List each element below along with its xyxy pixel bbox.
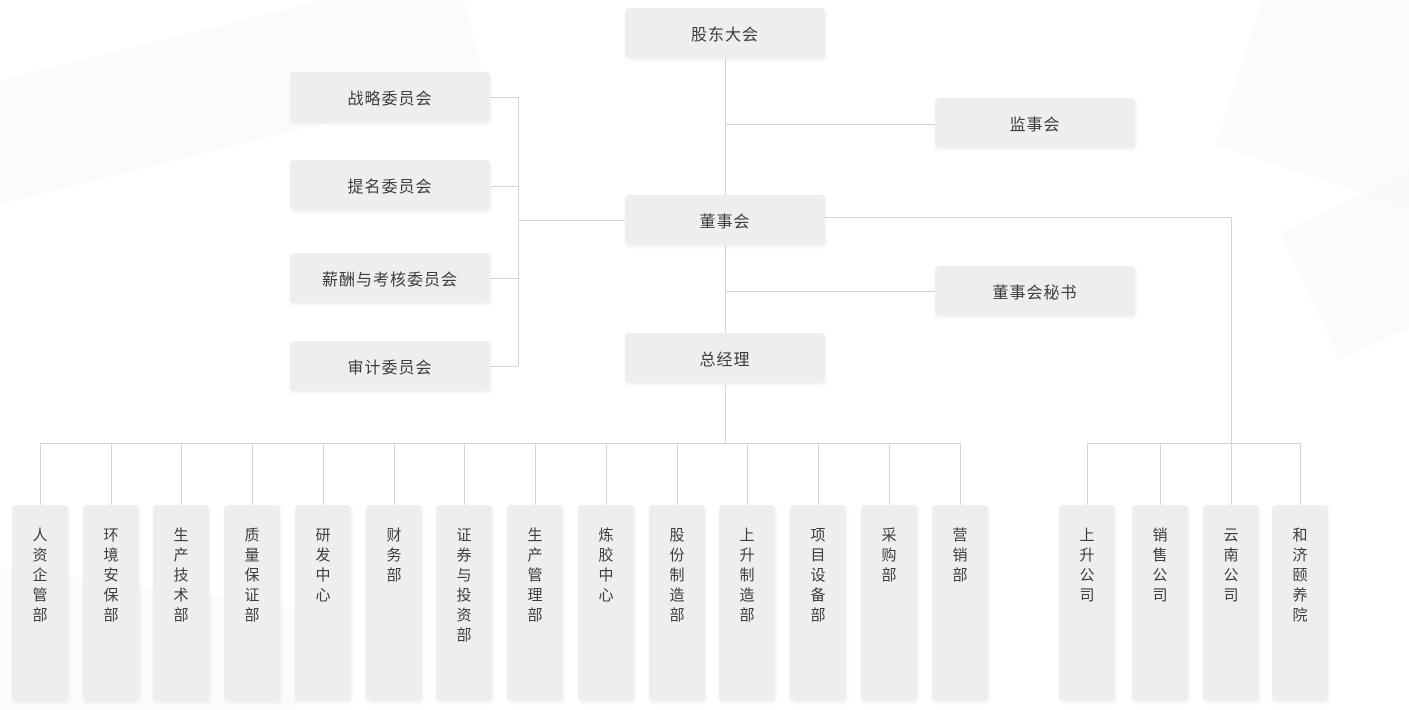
background-watermark-shape xyxy=(1215,0,1409,226)
node-department-label: 生产技术部 xyxy=(171,527,190,627)
node-general-manager: 总经理 xyxy=(625,333,825,383)
connector-line xyxy=(490,366,518,367)
node-department-label: 质量保证部 xyxy=(242,527,261,627)
connector-line xyxy=(960,443,961,505)
connector-line xyxy=(725,124,935,125)
connector-line xyxy=(825,217,1231,218)
node-department-label: 环境安保部 xyxy=(101,527,120,627)
node-supervisory-board: 监事会 xyxy=(935,98,1135,148)
node-subsidiary-label: 上升公司 xyxy=(1077,527,1096,607)
node-department-label: 生产管理部 xyxy=(525,527,544,627)
node-department-label: 研发中心 xyxy=(313,527,332,607)
node-subsidiary: 销售公司 xyxy=(1132,505,1188,701)
connector-line xyxy=(1231,443,1232,505)
connector-line xyxy=(535,443,536,505)
node-subsidiary: 和济颐养院 xyxy=(1272,505,1328,701)
connector-line xyxy=(464,443,465,505)
connector-line xyxy=(323,443,324,505)
connector-line xyxy=(747,443,748,505)
node-department: 环境安保部 xyxy=(83,505,139,701)
connector-line xyxy=(606,443,607,505)
node-department: 生产技术部 xyxy=(153,505,209,701)
connector-line xyxy=(40,443,41,505)
connector-line xyxy=(490,186,518,187)
node-department-label: 采购部 xyxy=(879,527,898,587)
connector-line xyxy=(252,443,253,505)
connector-line xyxy=(490,97,518,98)
node-subsidiary-label: 销售公司 xyxy=(1150,527,1169,607)
node-department-label: 证券与投资部 xyxy=(454,527,473,647)
node-department: 生产管理部 xyxy=(507,505,563,701)
node-audit-committee: 审计委员会 xyxy=(290,341,490,391)
node-board-of-directors: 董事会 xyxy=(625,195,825,245)
node-department-label: 炼胶中心 xyxy=(596,527,615,607)
connector-line xyxy=(394,443,395,505)
node-remuneration-committee: 薪酬与考核委员会 xyxy=(290,253,490,303)
connector-line xyxy=(725,58,726,195)
connector-line xyxy=(889,443,890,505)
node-department-label: 营销部 xyxy=(950,527,969,587)
connector-line xyxy=(40,443,960,444)
node-department-label: 财务部 xyxy=(384,527,403,587)
connector-line xyxy=(818,443,819,505)
node-department: 股份制造部 xyxy=(649,505,705,701)
node-department: 营销部 xyxy=(932,505,988,701)
connector-line xyxy=(181,443,182,505)
node-department: 人资企管部 xyxy=(12,505,68,701)
connector-line xyxy=(1231,217,1232,443)
node-subsidiary: 上升公司 xyxy=(1059,505,1115,701)
node-department: 上升制造部 xyxy=(719,505,775,701)
node-subsidiary-label: 云南公司 xyxy=(1221,527,1240,607)
node-strategy-committee: 战略委员会 xyxy=(290,72,490,122)
connector-line xyxy=(725,385,726,443)
node-department-label: 上升制造部 xyxy=(737,527,756,627)
connector-line xyxy=(490,278,518,279)
connector-line xyxy=(518,220,625,221)
node-subsidiary: 云南公司 xyxy=(1203,505,1259,701)
connector-line xyxy=(1087,443,1088,505)
node-department: 炼胶中心 xyxy=(578,505,634,701)
node-department: 质量保证部 xyxy=(224,505,280,701)
node-department: 研发中心 xyxy=(295,505,351,701)
node-board-secretary: 董事会秘书 xyxy=(935,266,1135,316)
node-department: 项目设备部 xyxy=(790,505,846,701)
connector-line xyxy=(677,443,678,505)
node-department-label: 人资企管部 xyxy=(30,527,49,627)
connector-line xyxy=(1160,443,1161,505)
node-shareholders-meeting: 股东大会 xyxy=(625,8,825,58)
connector-line xyxy=(518,97,519,366)
connector-line xyxy=(1087,443,1300,444)
node-department: 财务部 xyxy=(366,505,422,701)
connector-line xyxy=(725,245,726,333)
node-nomination-committee: 提名委员会 xyxy=(290,160,490,210)
node-department-label: 项目设备部 xyxy=(808,527,827,627)
background-watermark-shape xyxy=(1280,140,1409,360)
node-department-label: 股份制造部 xyxy=(667,527,686,627)
node-department: 采购部 xyxy=(861,505,917,701)
node-subsidiary-label: 和济颐养院 xyxy=(1290,527,1309,627)
connector-line xyxy=(725,291,935,292)
node-department: 证券与投资部 xyxy=(436,505,492,701)
connector-line xyxy=(111,443,112,505)
connector-line xyxy=(1300,443,1301,505)
